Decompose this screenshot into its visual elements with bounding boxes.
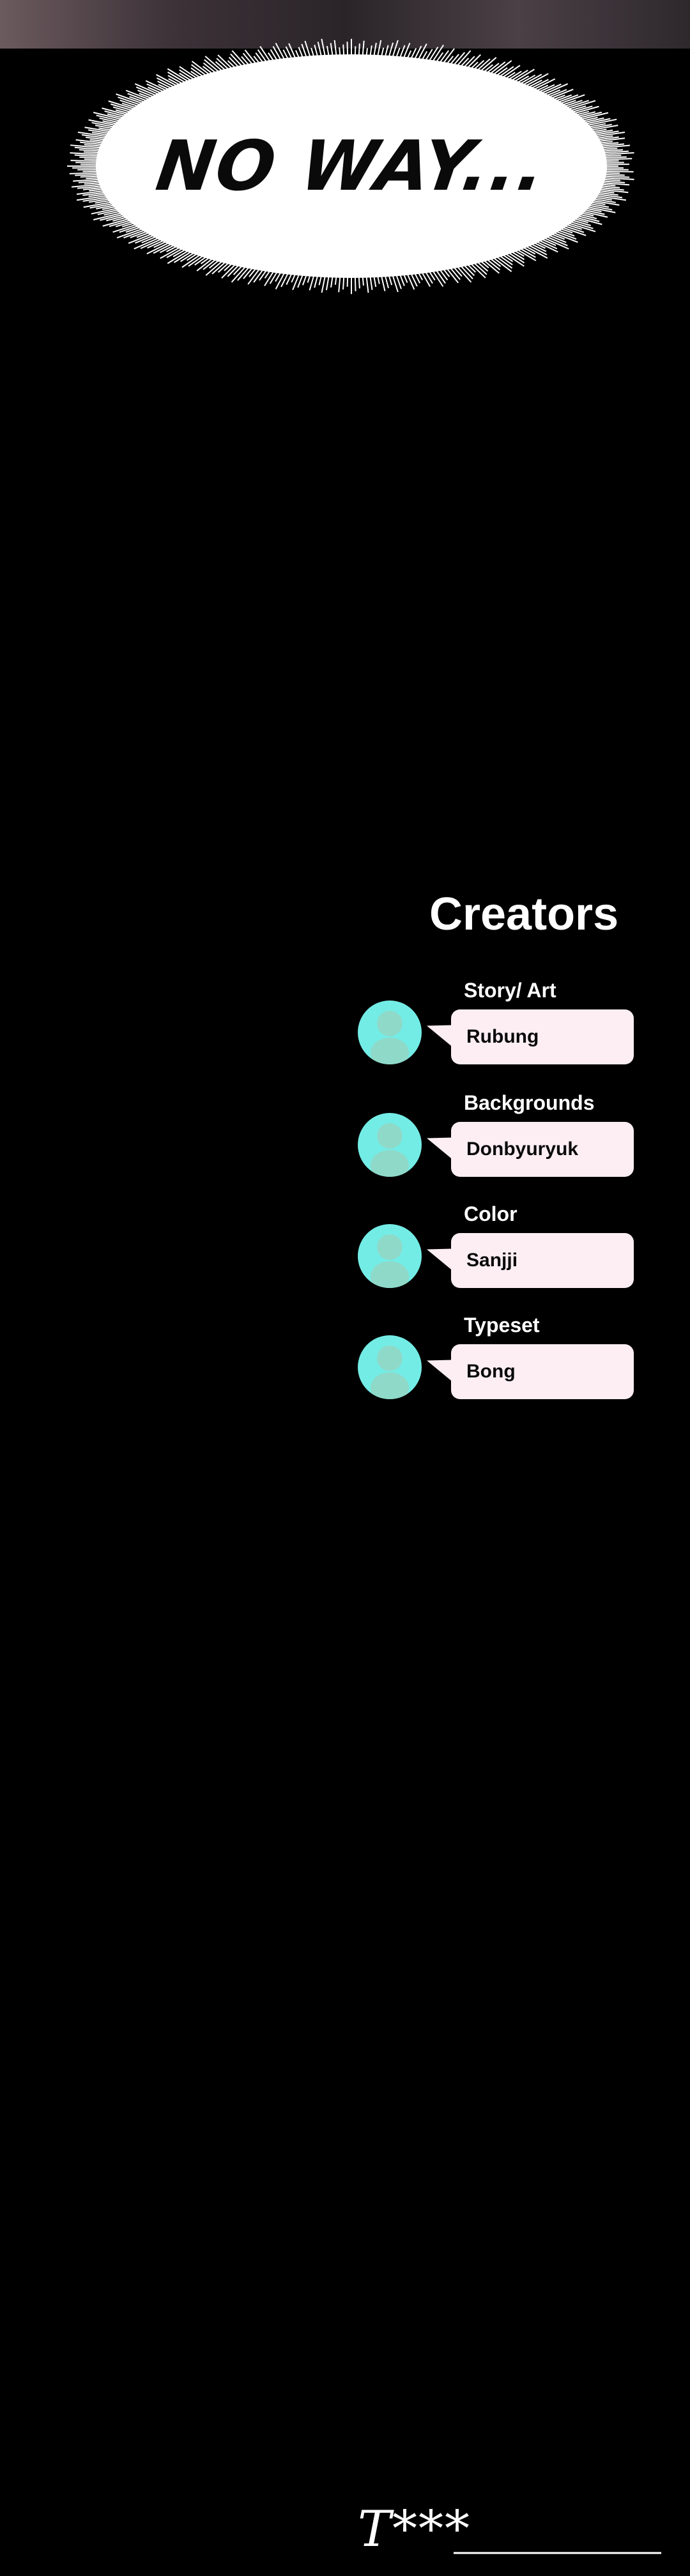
credit-bubble: Donbyuryuk <box>451 1122 634 1177</box>
signature: T*** <box>358 2496 671 2566</box>
credit-bubble: Rubung <box>451 1009 634 1064</box>
speech-burst: NO WAY... <box>64 26 639 307</box>
credit-role: Backgrounds <box>464 1091 595 1114</box>
credit-bubble: Bong <box>451 1344 634 1399</box>
avatar <box>358 1113 422 1177</box>
avatar <box>358 1335 422 1399</box>
previous-panel-strip <box>0 0 690 49</box>
person-silhouette-icon <box>371 1346 409 1399</box>
person-silhouette-icon <box>371 1123 409 1177</box>
credit-row-story-art: Story/ Art Rubung <box>358 977 652 1073</box>
credit-row-color: Color Sanjji <box>358 1201 652 1297</box>
credit-name: Donbyuryuk <box>466 1138 579 1160</box>
credit-name: Rubung <box>466 1026 539 1047</box>
credit-row-typeset: Typeset Bong <box>358 1312 652 1408</box>
exclamation-text: NO WAY... <box>151 126 551 206</box>
signature-text: T*** <box>358 2501 471 2558</box>
signature-underline <box>454 2552 661 2554</box>
credit-role: Story/ Art <box>464 979 556 1002</box>
credit-role: Color <box>464 1202 518 1225</box>
credit-bubble: Sanjji <box>451 1233 634 1288</box>
credit-name: Bong <box>466 1361 516 1382</box>
creators-title: Creators <box>429 889 619 940</box>
avatar <box>358 1224 422 1288</box>
credit-role: Typeset <box>464 1314 540 1337</box>
credit-row-backgrounds: Backgrounds Donbyuryuk <box>358 1090 652 1186</box>
avatar <box>358 1000 422 1064</box>
person-silhouette-icon <box>371 1234 409 1288</box>
burst-shape <box>67 38 634 295</box>
credit-name: Sanjji <box>466 1250 518 1271</box>
person-silhouette-icon <box>371 1011 409 1064</box>
